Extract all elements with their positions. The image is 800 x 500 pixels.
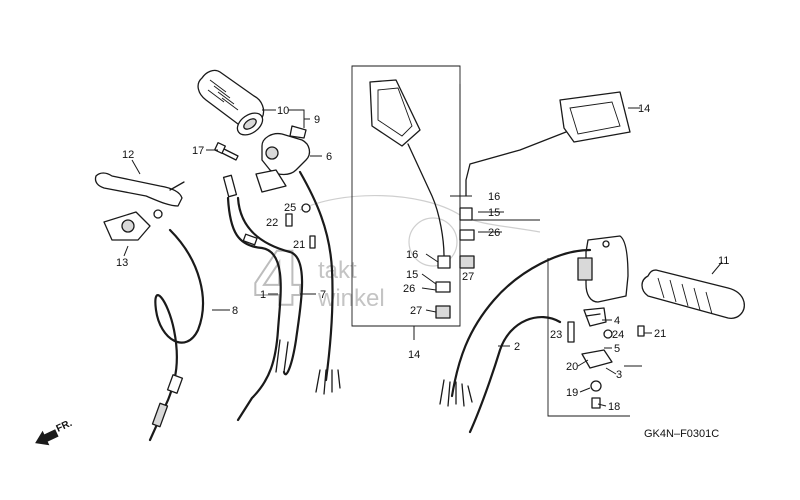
small-fasteners-left <box>285 203 316 249</box>
callout-1: 1 <box>260 289 266 301</box>
screw-17 <box>214 142 239 161</box>
callout-26b: 26 <box>488 227 500 239</box>
callout-22: 22 <box>266 217 278 229</box>
callout-7: 7 <box>320 289 326 301</box>
callout-12: 12 <box>122 149 134 161</box>
callout-25: 25 <box>284 202 296 214</box>
callout-9: 9 <box>314 114 320 126</box>
switch-harness-right <box>439 248 592 434</box>
callout-16a: 16 <box>406 249 418 261</box>
callout-27a: 27 <box>410 305 422 317</box>
callout-14b: 14 <box>638 103 650 115</box>
callouts: 10 9 6 17 12 13 8 1 7 25 22 21 14 14 16 … <box>116 103 729 413</box>
right-grip <box>641 269 745 319</box>
callout-3: 3 <box>616 369 622 381</box>
throttle-housing <box>255 125 311 193</box>
callout-11: 11 <box>718 255 729 267</box>
callout-21a: 21 <box>293 239 305 251</box>
callout-24: 24 <box>612 329 624 341</box>
callout-13: 13 <box>116 257 128 269</box>
lever-bracket <box>103 209 163 241</box>
callout-8: 8 <box>232 305 238 317</box>
diagram-code: GK4N–F0301C <box>644 428 719 440</box>
mirror-right <box>459 91 631 269</box>
leader-lines <box>123 107 723 407</box>
callout-2: 2 <box>514 341 520 353</box>
brake-lever <box>94 172 185 207</box>
callout-18: 18 <box>608 401 620 413</box>
callout-10: 10 <box>277 105 289 117</box>
switch-frame <box>547 258 630 417</box>
callout-6: 6 <box>326 151 332 163</box>
mirror-frame-left <box>351 65 461 327</box>
watermark-line-2: winkel <box>317 285 385 312</box>
callout-19: 19 <box>566 387 578 399</box>
switch-harness-left <box>298 170 341 395</box>
watermark: 4 takt winkel <box>251 195 541 324</box>
callout-27b: 27 <box>462 271 474 283</box>
callout-15a: 15 <box>406 269 418 281</box>
cable-8 <box>148 228 205 442</box>
callout-21b: 21 <box>654 328 666 340</box>
callout-15b: 15 <box>488 207 500 219</box>
watermark-line-1: takt <box>318 257 357 284</box>
callout-17: 17 <box>192 145 204 157</box>
callout-5: 5 <box>614 343 620 355</box>
throttle-grip <box>197 69 265 136</box>
callout-16b: 16 <box>488 191 500 203</box>
front-label: FR. <box>55 418 74 435</box>
throttle-cables <box>222 174 304 422</box>
watermark-digit: 4 <box>252 237 304 323</box>
switch-housing <box>577 235 629 327</box>
callout-26a: 26 <box>403 283 415 295</box>
small-fasteners-right <box>567 313 645 409</box>
callout-4: 4 <box>614 315 620 327</box>
callout-14a: 14 <box>408 349 420 361</box>
callout-23: 23 <box>550 329 562 341</box>
front-arrow-icon: FR. <box>35 418 74 446</box>
callout-20: 20 <box>566 361 578 373</box>
